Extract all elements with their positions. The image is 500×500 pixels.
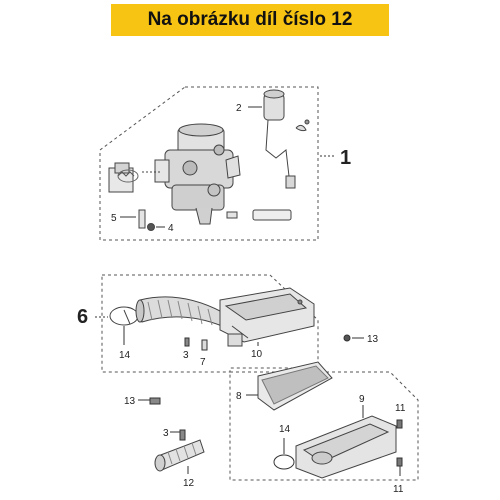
part-label-13a: 13 — [124, 396, 136, 407]
part-label-7: 7 — [200, 357, 206, 368]
throttle-sensor-illustration — [263, 89, 310, 189]
screw-11-top — [396, 419, 403, 429]
part-label-3a: 3 — [183, 350, 189, 361]
air-cleaner-cover-illustration — [295, 415, 397, 479]
choke-spring-illustration — [108, 162, 160, 193]
carburetor-illustration — [154, 123, 241, 225]
screw-11-bottom — [396, 457, 403, 467]
bolt-13-left — [149, 397, 161, 405]
part-label-11b: 11 — [393, 484, 404, 495]
group-6-boundary — [101, 274, 319, 373]
intake-hose-illustration — [109, 296, 223, 327]
part-label-4: 4 — [168, 223, 174, 234]
pin-7 — [201, 339, 208, 351]
part-label-14a: 14 — [119, 350, 131, 361]
part-label-11a: 11 — [395, 403, 406, 414]
group-1-boundary — [99, 86, 319, 241]
air-cleaner-housing-illustration — [219, 287, 315, 347]
bolt-13-right — [343, 334, 351, 342]
part-label-10: 10 — [251, 349, 263, 360]
part-label-8: 8 — [236, 391, 242, 402]
page-title: Na obrázku díl číslo 12 — [147, 9, 353, 30]
part-label-5: 5 — [111, 213, 117, 224]
part-label-14b: 14 — [279, 424, 291, 435]
part-label-9: 9 — [359, 394, 365, 405]
part-label-13b: 13 — [367, 334, 379, 345]
part-label-3b: 3 — [163, 428, 169, 439]
part-label-2: 2 — [236, 103, 242, 114]
group-label-1: 1 — [340, 147, 351, 169]
clamp-14-lower — [273, 454, 295, 470]
title-banner: Na obrázku díl číslo 12 — [111, 4, 389, 36]
hose-12-illustration — [154, 439, 205, 472]
part-label-12: 12 — [183, 478, 195, 489]
group-label-6: 6 — [77, 306, 88, 328]
small-parts-5-4 — [138, 209, 292, 231]
screw-3-top — [184, 337, 190, 347]
group-6-lower-boundary — [229, 371, 419, 481]
air-filter-illustration — [257, 361, 333, 411]
screw-3-lower — [179, 429, 186, 441]
